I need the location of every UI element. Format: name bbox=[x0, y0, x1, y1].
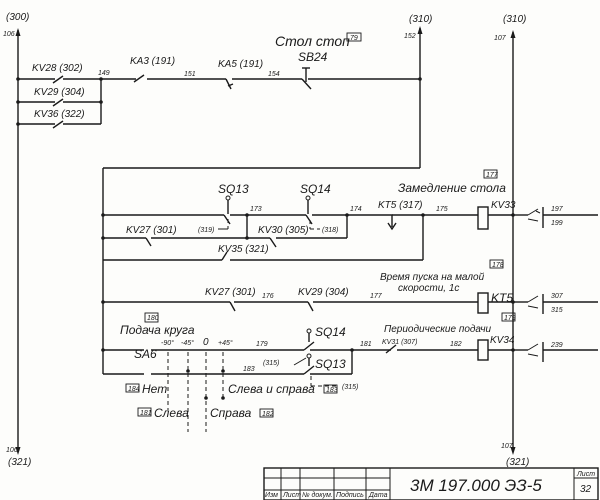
wire-number: 152 bbox=[404, 33, 416, 40]
wire-number: 107 bbox=[501, 443, 514, 450]
contact-label: KV30 (305) bbox=[258, 225, 309, 236]
limit-switch-label: SQ14 bbox=[300, 182, 331, 196]
terminal-number: 315 bbox=[551, 307, 563, 314]
rung-table-stop bbox=[16, 67, 422, 374]
contact-label: KV28 (302) bbox=[32, 63, 83, 74]
coil-label: KT5 bbox=[491, 291, 513, 305]
ref-box: 180 bbox=[147, 315, 159, 322]
contact-label: KV27 (301) bbox=[205, 287, 256, 298]
contact-label: KV35 (321) bbox=[218, 244, 269, 255]
cross-ref: (315) bbox=[263, 360, 279, 367]
limit-switch-label: SQ14 bbox=[315, 325, 346, 339]
title-col-header: Дата bbox=[368, 492, 388, 499]
rung-kv33 bbox=[101, 195, 515, 261]
angle-label: -90° bbox=[161, 339, 174, 347]
cross-ref: (315) bbox=[342, 384, 358, 391]
title-col-header: Подпись bbox=[336, 491, 364, 499]
contact-label: KV27 (301) bbox=[126, 225, 177, 236]
wire-number: 177 bbox=[370, 293, 383, 300]
wire-number: 173 bbox=[250, 206, 262, 213]
contact-label: KV31 (307) bbox=[382, 339, 417, 346]
wire-number: 182 bbox=[450, 341, 462, 348]
title-block bbox=[263, 467, 599, 500]
wire-number: 106 bbox=[6, 447, 18, 454]
angle-label: 0 bbox=[203, 337, 209, 348]
position-left: Слева bbox=[154, 406, 189, 420]
wire-number: 106 bbox=[3, 31, 15, 38]
rail-label: (310) bbox=[409, 14, 432, 25]
ref-box: 178 bbox=[492, 262, 504, 269]
note-periodic-feed: Периодические подачи bbox=[384, 324, 491, 335]
note-table-stop: Стол стоп bbox=[275, 33, 350, 49]
ref-box: 181 bbox=[140, 410, 152, 417]
rung-kt5 bbox=[101, 292, 515, 314]
terminal-number: 307 bbox=[551, 293, 564, 300]
ref-box: 79 bbox=[350, 35, 358, 42]
contact-label: KT5 (317) bbox=[378, 200, 422, 211]
title-col-header: № докум. bbox=[302, 491, 333, 499]
ref-box: 177 bbox=[486, 172, 499, 179]
wire-number: 179 bbox=[256, 341, 268, 348]
contact-label: KV29 (304) bbox=[34, 87, 85, 98]
sheet-number: 32 bbox=[580, 484, 592, 495]
document-code: 3М 197.000 ЭЗ-5 bbox=[410, 476, 542, 495]
coil-label: KV33 bbox=[491, 200, 516, 211]
wire-number: 175 bbox=[436, 206, 448, 213]
rail-label: (321) bbox=[8, 457, 31, 468]
sheet-label: Лист bbox=[576, 471, 595, 478]
position-left-and-right: Слева и справа bbox=[228, 382, 315, 396]
terminal-number: 199 bbox=[551, 220, 563, 227]
rail-label: (321) bbox=[506, 457, 529, 468]
rail-label: (310) bbox=[503, 14, 526, 25]
note-wheel-feed: Подача круга bbox=[120, 323, 195, 337]
ref-box: 184 bbox=[128, 386, 140, 393]
ref-box: 179 bbox=[504, 315, 516, 322]
wire-number: 174 bbox=[350, 206, 362, 213]
pushbutton-label: SB24 bbox=[298, 50, 328, 64]
note-slowdown: Замедление стола bbox=[398, 181, 506, 195]
limit-switch-label: SQ13 bbox=[218, 182, 249, 196]
note-start-time: Время пуска на малой bbox=[380, 272, 485, 283]
angle-label: +45° bbox=[218, 339, 233, 347]
position-none: Нет bbox=[142, 382, 167, 396]
cross-ref: (318) bbox=[322, 227, 338, 234]
wire-number: 181 bbox=[360, 341, 372, 348]
wire-number: 149 bbox=[98, 70, 110, 77]
wire-number: 154 bbox=[268, 71, 280, 78]
rail-label: (300) bbox=[6, 12, 29, 23]
wire-number: 176 bbox=[262, 293, 274, 300]
contact-label: KA5 (191) bbox=[218, 59, 263, 70]
contact-label: KA3 (191) bbox=[130, 56, 175, 67]
ref-box: 182 bbox=[262, 411, 274, 418]
coil-label: KV34 bbox=[490, 335, 515, 346]
terminal-number: 239 bbox=[550, 342, 563, 349]
title-col-header: Лист bbox=[282, 492, 301, 499]
limit-switch-label: SQ13 bbox=[315, 357, 346, 371]
cross-ref: (319) bbox=[198, 227, 214, 234]
terminal-number: 197 bbox=[551, 206, 564, 213]
wire-number: 151 bbox=[184, 71, 196, 78]
title-col-header: Изм bbox=[265, 492, 278, 499]
selector-switch-label: SA6 bbox=[134, 347, 157, 361]
wire-number: 107 bbox=[494, 35, 507, 42]
position-right: Справа bbox=[210, 406, 252, 420]
note-start-time-2: скорости, 1с bbox=[398, 283, 459, 294]
rung-kv34 bbox=[101, 328, 515, 432]
contact-label: KV36 (322) bbox=[34, 109, 85, 120]
contact-label: KV29 (304) bbox=[298, 287, 349, 298]
output-contacts bbox=[513, 207, 598, 362]
wire-number: 183 bbox=[243, 366, 255, 373]
ref-box: 183 bbox=[326, 387, 338, 394]
angle-label: -45° bbox=[181, 339, 194, 347]
